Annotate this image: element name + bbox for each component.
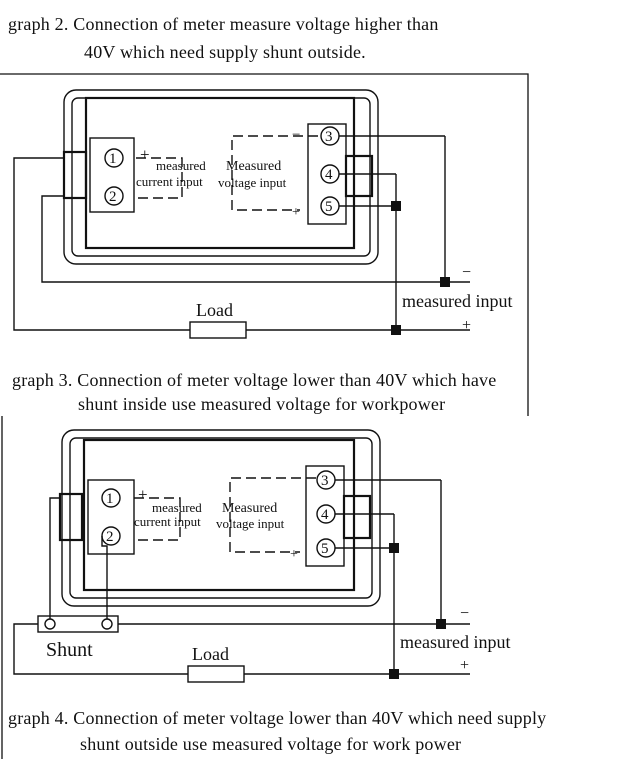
top-current-label-2: current input <box>136 174 203 189</box>
bottom-voltage-label-1: Measured <box>222 501 277 516</box>
top-voltage-label-1: Measured <box>226 159 281 174</box>
top-junction-5 <box>391 201 401 211</box>
bottom-terminal-2-label: 2 <box>106 529 114 545</box>
bottom-wire-shunt-to-load <box>13 623 188 675</box>
bottom-terminal-5-label: 5 <box>321 541 329 557</box>
bottom-junction-plus <box>389 669 399 679</box>
top-load-resistor <box>189 321 247 339</box>
bottom-current-label-1: measured <box>152 500 202 515</box>
bottom-current-plus: + <box>138 485 148 504</box>
bottom-current-label-2: current input <box>134 514 201 529</box>
bottom-wire-2-to-shunt <box>101 536 108 619</box>
bottom-diagram: 1 2 3 4 5 + measured current input Measu… <box>13 429 510 683</box>
top-junction-plus <box>391 325 401 335</box>
top-load-label: Load <box>196 300 233 320</box>
shunt-terminal-right <box>101 618 113 630</box>
bottom-voltage-label-2: voltage input <box>216 516 285 531</box>
graph3-caption-line1: graph 3. Connection of meter voltage low… <box>12 370 497 390</box>
top-junction-minus <box>440 277 450 287</box>
bottom-minus-sign: − <box>460 605 469 622</box>
bottom-load-resistor <box>187 665 245 683</box>
top-terminal-2-label: 2 <box>109 189 117 205</box>
bottom-plus-sign: + <box>460 657 469 674</box>
bottom-terminal-1-label: 1 <box>106 491 114 507</box>
bottom-wire-1-to-shunt <box>49 497 60 619</box>
top-voltage-plus: + <box>292 205 300 220</box>
bottom-terminal-3-label: 3 <box>321 473 329 489</box>
top-plus-sign: + <box>462 317 471 334</box>
bottom-measured-input-label: measured input <box>400 632 510 652</box>
top-right-connector <box>344 154 374 198</box>
top-wire-2-to-minus <box>41 195 445 283</box>
graph2-caption-line2: 40V which need supply shunt outside. <box>84 42 366 62</box>
top-meter-body <box>84 96 356 250</box>
top-terminal-5-label: 5 <box>325 199 333 215</box>
graph4-caption-line1: graph 4. Connection of meter voltage low… <box>8 708 547 728</box>
bottom-meter-outer <box>61 429 381 607</box>
bottom-voltage-plus: + <box>290 547 298 562</box>
bottom-right-connector <box>342 494 372 540</box>
bottom-left-connector <box>58 492 84 542</box>
shunt-terminal-left <box>44 618 56 630</box>
top-current-plus: + <box>140 145 150 164</box>
frame-top <box>0 73 529 416</box>
top-wire-left-to-load <box>13 157 190 331</box>
shunt-label: Shunt <box>46 639 93 661</box>
bottom-meter-inner-bezel <box>69 437 373 599</box>
top-voltage-label-2: voltage input <box>218 175 287 190</box>
top-terminal-2 <box>104 186 124 206</box>
bottom-left-terminal-block <box>87 479 135 555</box>
graph3-caption-line2: shunt inside use measured voltage for wo… <box>78 394 446 414</box>
top-terminal-4-label: 4 <box>325 167 333 183</box>
graph2-caption-line1: graph 2. Connection of meter measure vol… <box>8 14 439 34</box>
top-diagram: 1 2 3 4 5 + measured current input Measu… <box>13 89 512 339</box>
top-current-label-1: measured <box>156 158 206 173</box>
bottom-terminal-4-label: 4 <box>321 507 329 523</box>
top-terminal-3-label: 3 <box>325 129 333 145</box>
top-terminal-1 <box>104 148 124 168</box>
bottom-junction-5 <box>389 543 399 553</box>
bottom-junction-minus <box>436 619 446 629</box>
bottom-current-bracket <box>134 497 181 541</box>
top-measured-input-label: measured input <box>402 291 512 311</box>
top-left-terminal-block <box>89 137 135 213</box>
top-terminal-1-label: 1 <box>109 151 117 167</box>
bottom-voltage-bracket <box>229 477 316 553</box>
top-voltage-bracket <box>231 135 318 211</box>
top-current-bracket <box>136 157 183 199</box>
bottom-load-label: Load <box>192 644 229 664</box>
graph4-caption-line2: shunt outside use measured voltage for w… <box>80 734 462 754</box>
bottom-terminal-1 <box>101 488 121 508</box>
top-minus-sign: − <box>462 264 471 281</box>
top-left-connector <box>62 150 88 200</box>
bottom-meter-body <box>82 438 356 592</box>
top-voltage-minus: − <box>292 127 300 143</box>
